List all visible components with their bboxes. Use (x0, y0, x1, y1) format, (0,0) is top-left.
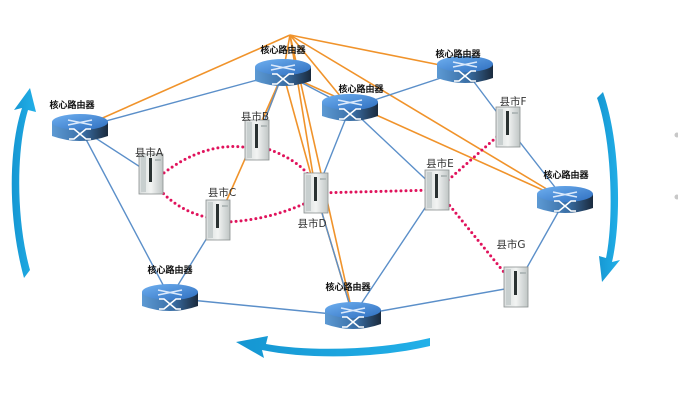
server-led (520, 272, 526, 274)
router-label: 核心路由器 (49, 99, 95, 111)
city-server[interactable] (303, 172, 329, 214)
router-top-arrows-icon (452, 61, 478, 68)
server-side (247, 122, 252, 158)
router-label: 核心路由器 (543, 169, 589, 181)
server-slot (506, 111, 509, 135)
router-switch-icon (272, 73, 294, 85)
server-side (506, 269, 511, 305)
server-led (155, 159, 161, 161)
server-slot (514, 271, 517, 295)
server-slot (149, 158, 152, 182)
arrow-right-down (597, 92, 620, 282)
server-slot (216, 204, 219, 228)
router-switch-icon (69, 128, 91, 140)
cities: 县市A 县市B 县市C 县市D 县市E 县市F 县市G (135, 95, 529, 308)
server-side (141, 156, 146, 192)
router-switch-icon (342, 316, 364, 328)
server-side (208, 202, 213, 238)
ring-link-d-e (314, 188, 439, 195)
router-switch-icon (454, 70, 476, 82)
ring-link-c-d (224, 200, 310, 224)
access-link-r6-r7 (169, 297, 354, 317)
side-dot (674, 194, 678, 200)
server-led (261, 125, 267, 127)
arrow-bottom-left (236, 336, 430, 358)
router-switch-icon (554, 200, 576, 212)
core-link-r1 (79, 34, 291, 129)
router-label: 核心路由器 (325, 281, 371, 293)
router-switch-icon (159, 298, 181, 310)
core-router[interactable] (52, 114, 108, 141)
server-led (441, 175, 447, 177)
router-top-arrows-icon (340, 307, 366, 314)
side-dot (674, 132, 678, 138)
city-server[interactable] (495, 106, 521, 148)
city-server[interactable] (503, 266, 529, 308)
router-top-arrows-icon (157, 289, 183, 296)
core-link-r4 (289, 34, 466, 71)
core-router[interactable] (325, 302, 381, 329)
server-led (222, 205, 228, 207)
server-led (512, 112, 518, 114)
city-server[interactable] (138, 153, 164, 195)
city-server[interactable] (205, 199, 231, 241)
access-link-r1-r2 (79, 72, 284, 129)
core-router[interactable] (437, 56, 493, 83)
city-label: 县市F (499, 95, 526, 108)
core-router[interactable] (142, 284, 198, 311)
city-label: 县市B (241, 110, 269, 123)
router-label: 核心路由器 (435, 48, 481, 60)
core-router[interactable] (322, 94, 378, 121)
arrow-left-up (11, 88, 36, 278)
router-label: 核心路由器 (147, 264, 193, 276)
server-slot (314, 177, 317, 201)
ring-link-e-g (435, 188, 518, 289)
server-side (306, 175, 311, 211)
city-label: 县市E (426, 157, 454, 170)
city-label: 县市C (208, 186, 236, 199)
city-server[interactable] (244, 119, 270, 161)
server-side (427, 172, 432, 208)
server-slot (255, 124, 258, 148)
core-router[interactable] (255, 59, 311, 86)
router-label: 核心路由器 (338, 83, 384, 95)
city-label: 县市A (135, 146, 164, 159)
access-link-r3-e (349, 107, 438, 191)
core-router[interactable] (537, 186, 593, 213)
city-label: 县市D (297, 217, 326, 230)
ring-link-a-b (158, 145, 252, 178)
ring-link-a-c (158, 188, 212, 220)
server-side (498, 109, 503, 145)
access-link-d-r7 (315, 192, 354, 317)
server-led (320, 178, 326, 180)
router-top-arrows-icon (270, 64, 296, 71)
core-link-r2-r5 (282, 72, 566, 201)
access-link-r1-r6 (79, 127, 171, 299)
core-link-r5 (289, 34, 566, 201)
router-top-arrows-icon (67, 119, 93, 126)
router-label: 核心路由器 (260, 44, 306, 56)
access-link-e-r7 (352, 189, 438, 317)
city-label: 县市G (496, 238, 525, 251)
router-top-arrows-icon (337, 99, 363, 106)
city-server[interactable] (424, 169, 450, 211)
rotation-arrows (11, 88, 620, 358)
router-switch-icon (339, 108, 361, 120)
router-top-arrows-icon (552, 191, 578, 198)
server-slot (435, 174, 438, 198)
